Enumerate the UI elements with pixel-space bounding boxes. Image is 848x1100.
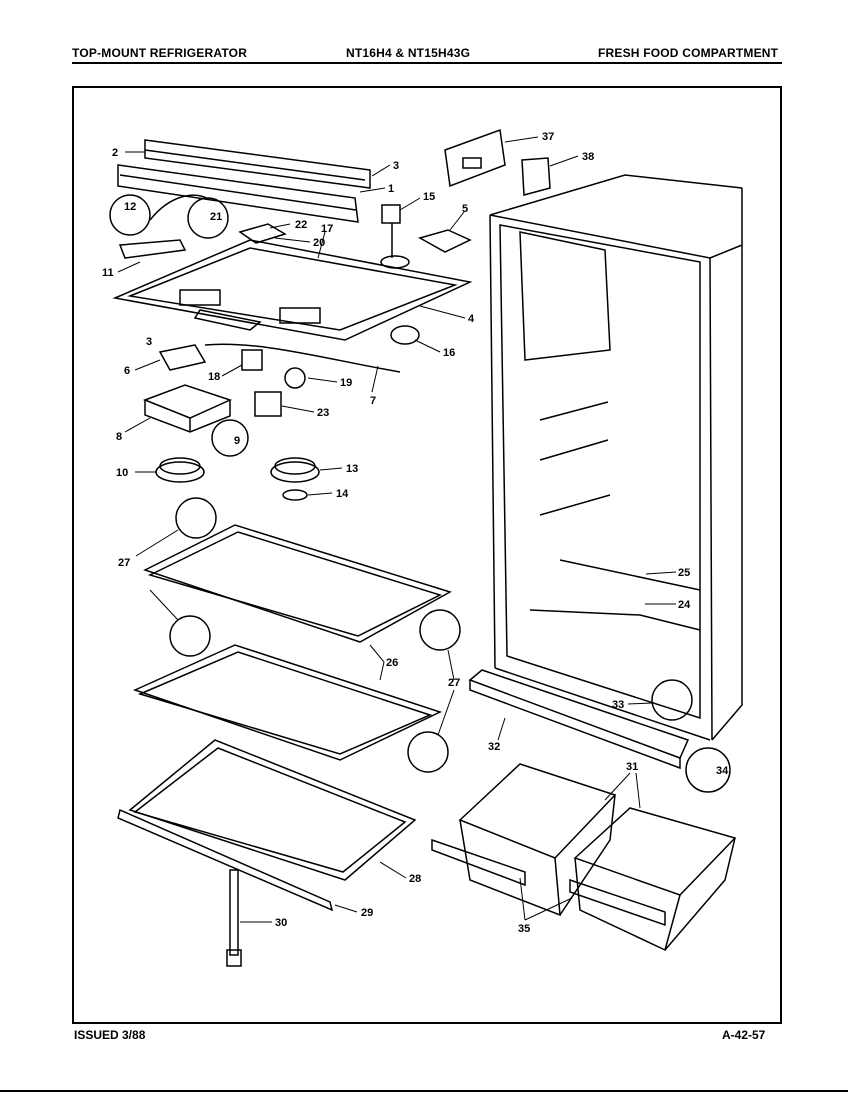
callout-8: 8 <box>116 431 122 443</box>
bulb-19 <box>284 367 306 389</box>
support-27-c <box>419 609 461 651</box>
support-27-a <box>175 497 217 539</box>
callout-38: 38 <box>582 151 594 163</box>
header-center: NT16H4 & NT15H43G <box>346 46 471 60</box>
washer-14 <box>282 489 308 501</box>
callout-27b: 27 <box>448 677 460 689</box>
plate-37 <box>444 128 506 188</box>
support-27-d <box>407 731 449 773</box>
light-socket <box>238 223 287 244</box>
callout-12: 12 <box>124 201 136 213</box>
detail-circle-33 <box>651 679 693 721</box>
footer-issued: ISSUED 3/88 <box>74 1028 146 1042</box>
callout-25: 25 <box>678 567 690 579</box>
control-housing <box>117 139 371 223</box>
callout-32: 32 <box>488 741 500 753</box>
footer-code: A-42-57 <box>722 1028 766 1042</box>
part-15 <box>381 204 401 224</box>
support-27-b <box>169 615 211 657</box>
callout-15: 15 <box>423 191 435 203</box>
callout-26: 26 <box>386 657 398 669</box>
callout-20: 20 <box>313 237 325 249</box>
slide-35-b <box>569 878 666 927</box>
callout-19: 19 <box>340 377 352 389</box>
callout-29: 29 <box>361 907 373 919</box>
pulley-10 <box>155 457 205 483</box>
callout-1: 1 <box>388 183 394 195</box>
detail-circle-9 <box>211 419 249 457</box>
callout-23: 23 <box>317 407 329 419</box>
callout-37: 37 <box>542 131 554 143</box>
callout-21: 21 <box>210 211 222 223</box>
knob-16 <box>390 325 420 345</box>
callout-31: 31 <box>626 761 638 773</box>
callout-10: 10 <box>116 467 128 479</box>
callout-22: 22 <box>295 219 307 231</box>
part-23 <box>254 391 282 417</box>
callout-17: 17 <box>321 223 333 235</box>
rod-30 <box>226 869 242 967</box>
box-8 <box>142 384 233 433</box>
callout-34: 34 <box>716 765 729 777</box>
callout-30: 30 <box>275 917 287 929</box>
crisper-left <box>458 763 617 917</box>
header-left: TOP-MOUNT REFRIGERATOR <box>72 46 248 60</box>
bottom-rule <box>0 1090 848 1092</box>
callout-5: 5 <box>462 203 468 215</box>
part-5 <box>418 229 472 253</box>
callout-13: 13 <box>346 463 358 475</box>
callout-14: 14 <box>336 488 349 500</box>
callout-3b: 3 <box>146 336 152 348</box>
callout-3: 3 <box>393 160 399 172</box>
header-right: FRESH FOOD COMPARTMENT <box>598 46 779 60</box>
shelf-middle <box>132 644 443 761</box>
callout-27a: 27 <box>118 557 130 569</box>
shelf-lower <box>128 739 417 881</box>
callout-33: 33 <box>612 699 624 711</box>
part-18 <box>241 349 263 371</box>
capillary-7 <box>204 343 401 373</box>
detail-circle-12 <box>109 194 151 236</box>
callout-24: 24 <box>678 599 691 611</box>
grille-32 <box>468 669 690 770</box>
thermostat-6 <box>158 344 207 371</box>
cabinet <box>489 174 743 741</box>
shelf-upper <box>143 524 452 643</box>
clip-38 <box>521 157 551 196</box>
callout-2: 2 <box>112 147 118 159</box>
callout-35: 35 <box>518 923 530 935</box>
header-rule <box>72 62 782 64</box>
bracket-11 <box>118 239 187 259</box>
callout-28: 28 <box>409 873 421 885</box>
diagram-frame <box>72 86 782 1024</box>
callout-7: 7 <box>370 395 376 407</box>
callout-labels: 2 3 1 37 38 15 5 12 21 22 20 17 11 4 3 1… <box>102 131 729 935</box>
callout-16: 16 <box>443 347 455 359</box>
trim-29 <box>117 808 334 912</box>
callout-11: 11 <box>102 267 114 279</box>
leader-lines <box>117 136 677 923</box>
pulley-13 <box>270 457 320 483</box>
crisper-right <box>573 807 737 952</box>
callout-9: 9 <box>234 435 240 447</box>
evaporator-cover <box>112 239 473 341</box>
slide-35-a <box>431 838 526 887</box>
callout-18: 18 <box>208 371 220 383</box>
callout-6: 6 <box>124 365 130 377</box>
callout-4: 4 <box>468 313 475 325</box>
detail-circle-34 <box>685 747 731 793</box>
